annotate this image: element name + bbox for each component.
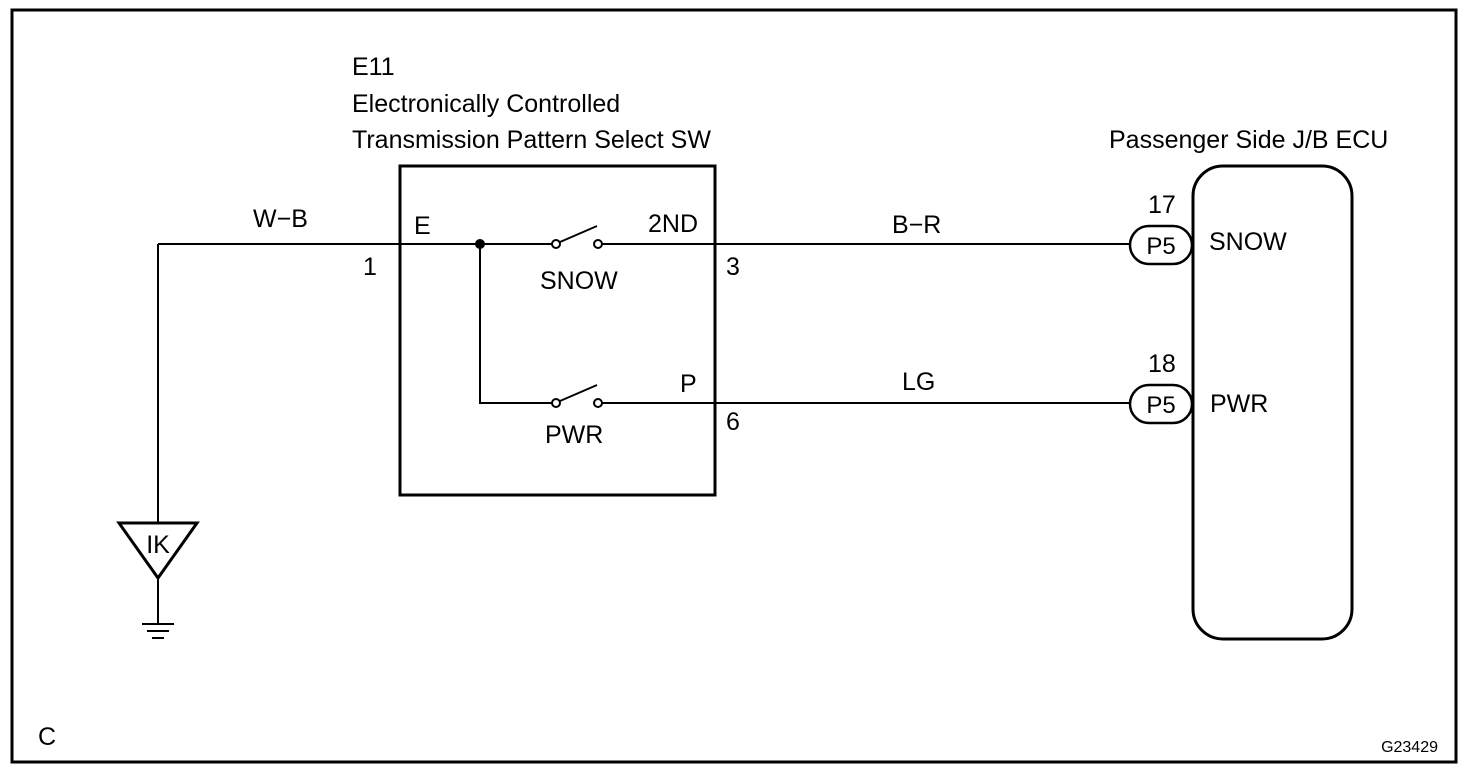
- pwr-terminal-label: PWR: [1210, 390, 1268, 418]
- pwr-switch-icon: [551, 384, 603, 408]
- pin-2nd-number: 3: [726, 253, 740, 281]
- pwr-terminal-connector-label: P5: [1146, 392, 1175, 419]
- snow-wire-color: B−R: [892, 211, 941, 239]
- ground-icon: [142, 623, 174, 639]
- pwr-switch-label: PWR: [545, 421, 603, 449]
- pin-p-label: P: [680, 370, 697, 398]
- figure-code: G23429: [1381, 739, 1438, 756]
- snow-terminal-connector-label: P5: [1146, 233, 1175, 260]
- internal-wire-branch: [479, 244, 553, 404]
- pin-p-number: 6: [726, 408, 740, 436]
- ecu-name: Passenger Side J/B ECU: [1109, 126, 1388, 154]
- snow-terminal-connector: [1128, 224, 1194, 266]
- switch-name-line2: Transmission Pattern Select SW: [352, 126, 711, 154]
- pin-e-number: 1: [363, 253, 377, 281]
- snow-terminal-label: SNOW: [1209, 228, 1287, 256]
- pwr-terminal-pin: 18: [1148, 350, 1176, 378]
- ground-point-label: IK: [146, 531, 170, 559]
- pin-e-label: E: [414, 212, 431, 240]
- ground-wire-color: W−B: [253, 205, 308, 233]
- snow-switch-label: SNOW: [540, 267, 618, 295]
- ground-point-triangle: [116, 521, 200, 581]
- snow-switch-icon: [551, 225, 603, 249]
- corner-label: C: [38, 723, 56, 751]
- switch-code: E11: [352, 53, 395, 81]
- pattern-select-switch-body: [398, 164, 717, 497]
- pin-2nd-label: 2ND: [648, 210, 698, 238]
- pwr-wire-color: LG: [902, 368, 935, 396]
- diagram-frame: [10, 8, 1458, 764]
- pwr-terminal-connector: [1128, 383, 1194, 425]
- snow-terminal-pin: 17: [1148, 191, 1176, 219]
- switch-name-line1: Electronically Controlled: [352, 90, 620, 118]
